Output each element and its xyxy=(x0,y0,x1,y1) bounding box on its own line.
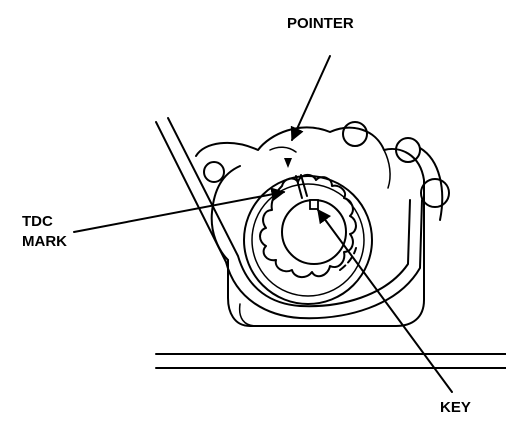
crankshaft-sprocket xyxy=(243,174,373,305)
housing-bolt-left xyxy=(203,161,225,183)
pointer-tab xyxy=(284,158,292,168)
housing-bolt-right xyxy=(395,137,421,163)
key-leader-arrow xyxy=(317,208,453,393)
idler-pulley xyxy=(420,178,450,208)
sprocket-outer-ring xyxy=(243,175,373,305)
pointer-label: POINTER xyxy=(287,15,354,32)
tdc-label-line2: MARK xyxy=(22,233,67,250)
engine-housing xyxy=(195,121,450,327)
housing-bolt-top xyxy=(342,121,368,147)
pointer-leader-arrow xyxy=(290,55,331,142)
tdc-label-line1: TDC xyxy=(22,213,53,230)
sprocket-dashed-edge xyxy=(339,247,357,271)
tdc-mark-notch xyxy=(295,175,303,199)
oil-pan-rail xyxy=(155,353,506,369)
sprocket-teeth xyxy=(259,174,357,278)
key-label: KEY xyxy=(440,399,471,416)
crankshaft-key xyxy=(309,199,319,210)
timing-belt xyxy=(155,117,444,320)
tdc-mark-leader-arrow xyxy=(73,187,286,233)
sprocket-inner-ring xyxy=(251,183,365,297)
